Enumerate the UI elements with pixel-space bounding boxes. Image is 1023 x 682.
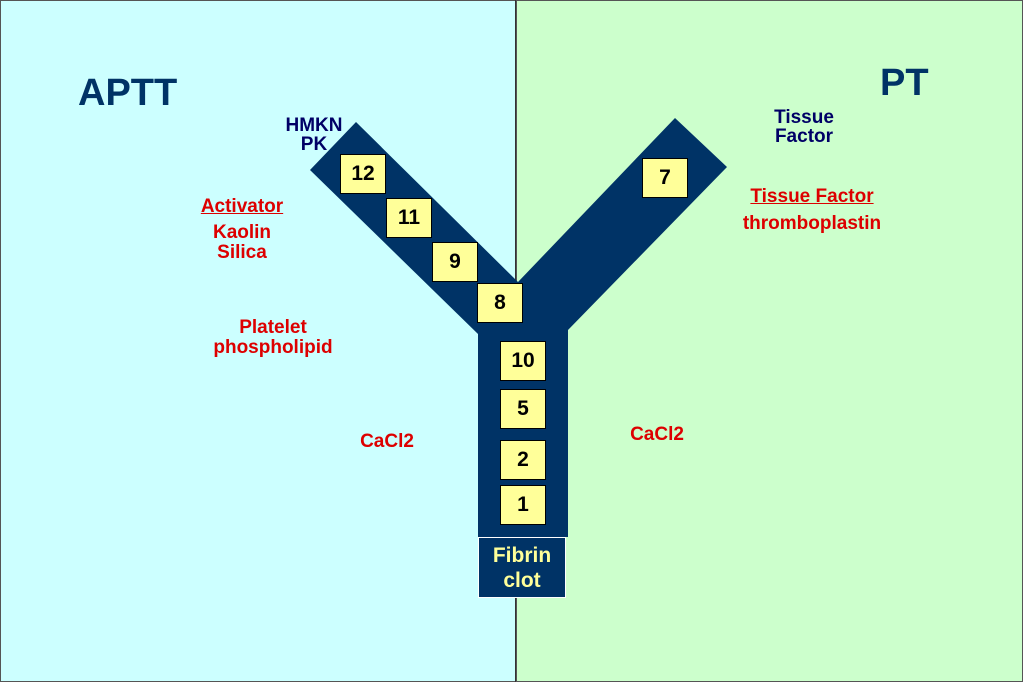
tissue-factor-reagent-label: Tissue Factor [750,186,874,207]
hmkn-label: HMKN [285,115,343,136]
factor-1-box: 1 [500,485,546,525]
factor-text: Factor [774,126,834,147]
factor-10-box: 10 [500,341,546,381]
pt-panel [516,0,1023,682]
platelet-phospholipid-label: Platelet phospholipid [198,318,348,358]
factor-9-box: 9 [432,242,478,282]
fibrin-clot-box: Fibrin clot [478,537,566,598]
factor-5-box: 5 [500,389,546,429]
factor-12-box: 12 [340,154,386,194]
pk-label: PK [300,134,328,155]
activator-label: Activator [200,196,284,217]
clot-text: clot [503,568,541,592]
factor-2-box: 2 [500,440,546,480]
pt-heading: PT [880,62,929,104]
kaolin-label: Kaolin [212,222,272,243]
tissue-factor-label: Tissue Factor [764,108,844,146]
factor-11-box: 11 [386,198,432,238]
factor-8-box: 8 [477,283,523,323]
thromboplastin-label: thromboplastin [742,213,882,234]
contact-factors-label: HMKN PK [279,116,349,154]
aptt-heading: APTT [78,72,178,114]
aptt-panel [0,0,516,682]
pt-cacl2-label: CaCl2 [630,424,684,445]
phospholipid-text: phospholipid [213,337,333,358]
platelet-text: Platelet [239,317,307,338]
aptt-cacl2-label: CaCl2 [360,431,414,452]
factor-7-box: 7 [642,158,688,198]
silica-label: Silica [217,242,267,263]
activator-group: Activator Kaolin Silica [190,197,294,263]
fibrin-text: Fibrin [492,543,552,567]
tissue-text: Tissue [774,107,834,128]
